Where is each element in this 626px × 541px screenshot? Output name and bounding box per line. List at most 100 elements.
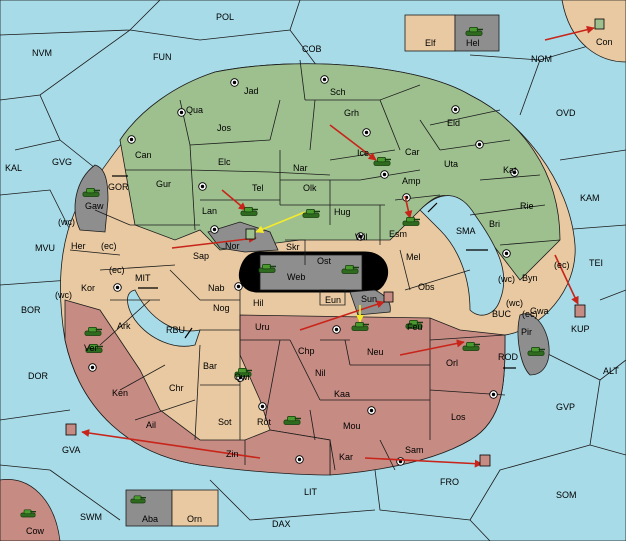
sea-label-alt: ALT — [603, 366, 619, 376]
sea-label-nom: NOM — [531, 54, 552, 64]
sea-label-nvm: NVM — [32, 48, 52, 58]
prov-label-jad: Jad — [244, 86, 259, 96]
prov-label-nil: Nil — [315, 368, 326, 378]
supply-center-icon — [380, 170, 389, 179]
sea-label-kal: KAL — [5, 163, 22, 173]
prov-label-kar: Kar — [339, 452, 353, 462]
supply-center-icon — [177, 108, 186, 117]
prov-label-orl: Orl — [446, 358, 458, 368]
unit-marker — [594, 18, 605, 30]
prov-label-eun: Eun — [325, 295, 341, 305]
prov-label-esm: Esm — [389, 229, 407, 239]
coast-label: (wc) — [55, 290, 72, 300]
prov-label-mou: Mou — [343, 421, 361, 431]
units — [20, 18, 605, 518]
prov-label-ken: Ken — [112, 388, 128, 398]
prov-label-jos: Jos — [217, 123, 232, 133]
prov-label-orn: Orn — [187, 514, 202, 524]
coast-label: (wc) — [498, 274, 515, 284]
prov-label-sch: Sch — [330, 87, 346, 97]
sea-label-rbu: RBU — [166, 325, 185, 335]
supply-center-icon — [295, 455, 304, 464]
prov-label-kat: Kat — [503, 165, 517, 175]
supply-center-icon — [502, 249, 511, 258]
supply-center-icon — [113, 283, 122, 292]
prov-label-grh: Grh — [344, 108, 359, 118]
sea-label-gvp: GVP — [556, 402, 575, 412]
box-orn — [171, 489, 219, 527]
prov-label-los: Los — [451, 412, 466, 422]
supply-center-icon — [88, 363, 97, 372]
supply-center-icon — [362, 128, 371, 137]
coast-label: (wc) — [506, 298, 523, 308]
coast-labels: (wc) (ec) (ec) (wc) (wc) (ec) (ec) (wc) — [55, 217, 570, 319]
prov-label-kaa: Kaa — [334, 389, 350, 399]
sea-label-gva: GVA — [62, 445, 80, 455]
supply-center-icon — [451, 105, 460, 114]
sea-rbu — [127, 289, 201, 347]
kup-marker — [574, 304, 586, 318]
sea-label-som: SOM — [556, 490, 577, 500]
prov-label-feu: Feu — [407, 322, 423, 332]
sea-label-kam: KAM — [580, 193, 600, 203]
sea-label-rod: ROD — [498, 352, 519, 362]
unit-marker — [65, 423, 77, 436]
prov-label-elc: Elc — [218, 157, 231, 167]
prov-label-wil: Wil — [355, 232, 368, 242]
prov-label-mel: Mel — [406, 252, 421, 262]
prov-label-hil: Hil — [253, 298, 264, 308]
supply-center-icon — [210, 225, 219, 234]
connectors — [112, 175, 516, 369]
province-borders — [69, 59, 561, 471]
order-arrows — [81, 25, 595, 468]
coast-label: (ec) — [522, 309, 538, 319]
unit-marker — [383, 291, 394, 303]
prov-label-kup: KUP — [571, 324, 590, 334]
prov-label-aba: Aba — [142, 514, 158, 524]
prov-label-uru: Uru — [255, 322, 270, 332]
prov-label-pir: Pir — [521, 327, 532, 337]
prov-label-rot: Rot — [257, 417, 272, 427]
prov-label-bar: Bar — [203, 361, 217, 371]
coast-label: (ec) — [554, 260, 570, 270]
supply-center-icon — [332, 325, 341, 334]
prov-label-zin: Zin — [226, 449, 239, 459]
supply-center-icon — [320, 75, 329, 84]
sea-label-mvu: MVU — [35, 243, 55, 253]
prov-label-eld: Eld — [447, 118, 460, 128]
prov-label-ost: Ost — [317, 256, 332, 266]
prov-label-obs: Obs — [418, 282, 435, 292]
supply-center-icon — [489, 390, 498, 399]
sea-label-buc: BUC — [492, 309, 512, 319]
box-aba — [125, 489, 173, 527]
prov-label-gur: Gur — [156, 179, 171, 189]
sea-label-fun: FUN — [153, 52, 172, 62]
prov-label-cow: Cow — [26, 526, 45, 536]
prov-label-byn: Byn — [522, 273, 538, 283]
prov-label-skr: Skr — [286, 242, 300, 252]
sea-label-cob: COB — [302, 44, 322, 54]
supply-center-icon — [367, 406, 376, 415]
prov-label-her: Her — [71, 241, 86, 251]
sea-label-mit: MIT — [135, 273, 151, 283]
prov-label-nab: Nab — [208, 283, 225, 293]
prov-label-uta: Uta — [444, 159, 458, 169]
prov-label-can: Can — [135, 150, 152, 160]
prov-label-kor: Kor — [81, 283, 95, 293]
supply-center-icon — [258, 402, 267, 411]
sea-label-lit: LIT — [304, 487, 318, 497]
prov-label-sap: Sap — [193, 251, 209, 261]
sea-label-gor: GOR — [108, 182, 129, 192]
supply-center-icon — [234, 282, 243, 291]
sea-label-fro: FRO — [440, 477, 459, 487]
prov-label-rie: Rie — [520, 201, 534, 211]
prov-label-ver: Ver — [84, 343, 98, 353]
prov-label-ail: Ail — [146, 420, 156, 430]
coast-label: (wc) — [58, 217, 75, 227]
prov-label-car: Car — [405, 147, 420, 157]
prov-label-qwi: Qwi — [234, 372, 250, 382]
coast-label: (ec) — [109, 265, 125, 275]
prov-label-sot: Sot — [218, 417, 232, 427]
prov-label-amp: Amp — [402, 176, 421, 186]
